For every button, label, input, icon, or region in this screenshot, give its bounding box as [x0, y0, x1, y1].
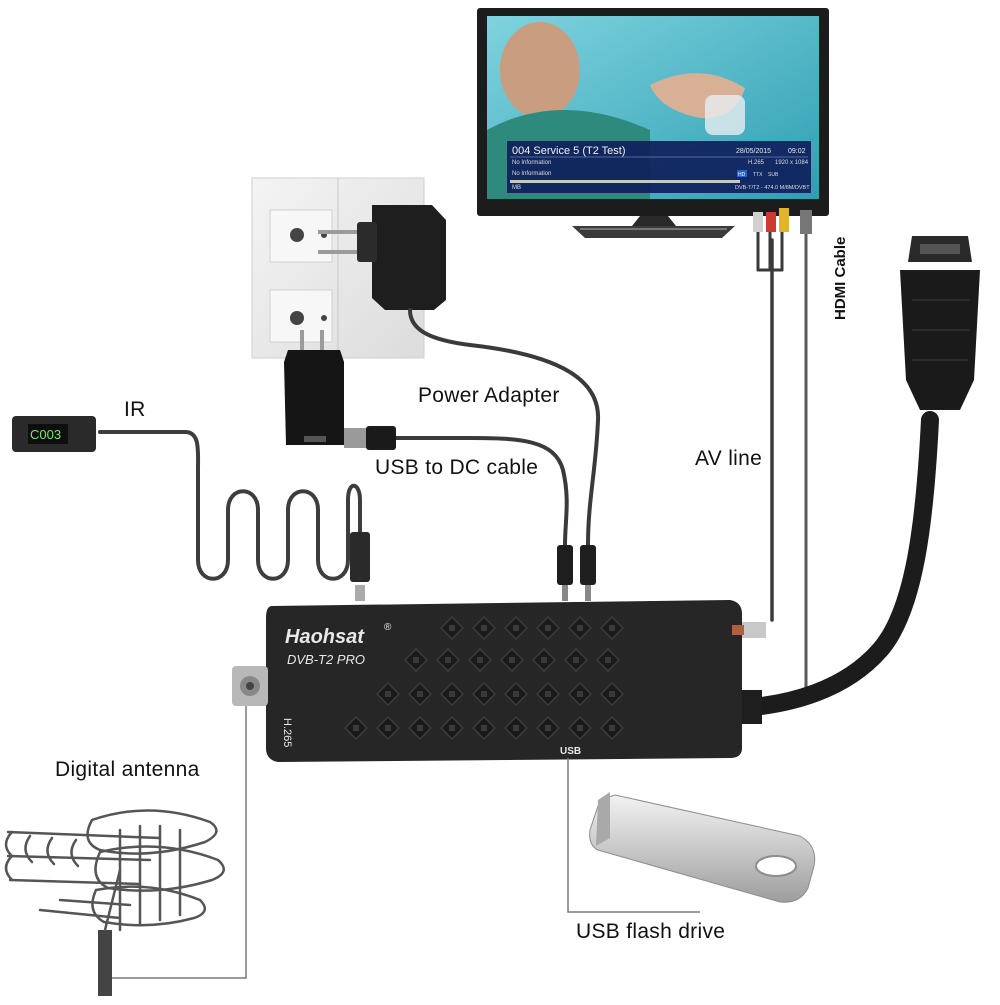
vent-center [577, 625, 583, 631]
tv-osd-resolution: 1920 x 1084 [775, 160, 809, 166]
usb-leader-line [567, 758, 700, 913]
receiver-model: DVB-T2 PRO [287, 652, 365, 667]
vent-center [477, 657, 483, 663]
vent-center [513, 691, 519, 697]
tv-osd-progress-bar [510, 180, 740, 183]
tv-osd-time: 09:02 [788, 148, 806, 155]
digital-antenna-label: Digital antenna [55, 758, 200, 781]
vent-center [513, 625, 519, 631]
tv-osd-date: 28/05/2015 [736, 148, 771, 155]
vent-center [385, 725, 391, 731]
vent-center [417, 691, 423, 697]
ir-receiver: C003 [12, 416, 370, 601]
usb-flash-drive [589, 792, 816, 903]
vent-center [481, 691, 487, 697]
power-adapter-device [318, 205, 446, 310]
av-plugs [753, 208, 812, 234]
vent-center [417, 725, 423, 731]
leader-lines [112, 706, 700, 979]
vent-center [449, 725, 455, 731]
tv-stand [572, 226, 735, 238]
hdmi-connector [900, 236, 980, 410]
dc-plugs [557, 545, 596, 601]
vent-center [541, 657, 547, 663]
tv-osd-codec: H.265 [748, 160, 765, 166]
usb-plug [344, 426, 396, 450]
vent-center [513, 725, 519, 731]
receiver-registered: ® [384, 622, 392, 633]
tv-scene-bottle [705, 95, 745, 135]
hdmi-cable [731, 411, 939, 717]
tv-osd-signal: DVB-T/T2 - 474.0 M/8M/DVBT [735, 185, 810, 191]
vent-center [545, 691, 551, 697]
vent-center [605, 657, 611, 663]
vent-center [545, 725, 551, 731]
tv-osd-channel: 004 Service 5 (T2 Test) [512, 145, 626, 157]
vent-center [577, 725, 583, 731]
vent-center [509, 657, 515, 663]
receiver-usb-label: USB [560, 746, 581, 757]
digital-antenna [4, 809, 225, 996]
hdmi-port [742, 690, 762, 724]
usb-charger-device [284, 330, 344, 445]
receiver-brand: Haohsat [285, 626, 365, 648]
usb-to-dc-label: USB to DC cable [375, 456, 539, 479]
tv-osd-unit: MB [512, 185, 521, 191]
av-line-label: AV line [695, 447, 763, 470]
vent-center [609, 625, 615, 631]
antenna-leader-line [112, 706, 247, 979]
vent-center [545, 625, 551, 631]
tv-osd-info-2: No Information [512, 171, 551, 177]
ir-plug [350, 532, 370, 582]
tv-osd-badge-sub: SUB [768, 172, 779, 178]
tv-osd-panel [507, 141, 811, 193]
power-adapter-cable [408, 308, 601, 547]
hdmi-cable-label: HDMI Cable [832, 236, 849, 320]
receiver: Haohsat ® DVB-T2 PRO H.265 USB [232, 600, 766, 762]
vent-center [481, 625, 487, 631]
receiver-vent-grid [343, 615, 625, 741]
ir-label: IR [124, 398, 146, 421]
tv-osd-badge-hd-text: HD [738, 172, 746, 178]
tv-scene-person-head [500, 22, 580, 118]
power-adapter-label: Power Adapter [418, 384, 560, 407]
vent-center [609, 691, 615, 697]
vent-center [445, 657, 451, 663]
vent-center [609, 725, 615, 731]
receiver-codec: H.265 [281, 718, 293, 747]
usb-to-dc-cable [394, 436, 569, 547]
tv-osd-badge-ttx: TTX [753, 172, 763, 178]
av-port [742, 622, 766, 638]
usb-flash-drive-label: USB flash drive [576, 920, 726, 943]
vent-center [481, 725, 487, 731]
cables [98, 228, 939, 717]
vent-center [449, 625, 455, 631]
tv-monitor: 004 Service 5 (T2 Test) 28/05/2015 09:02… [477, 8, 829, 238]
vent-center [573, 657, 579, 663]
vent-center [385, 691, 391, 697]
vent-center [577, 691, 583, 697]
tv-osd-badge-hd [737, 170, 747, 177]
ir-cable [98, 430, 362, 581]
vent-center [449, 691, 455, 697]
vent-center [353, 725, 359, 731]
tv-osd-info-1: No Information [512, 160, 551, 166]
vent-center [413, 657, 419, 663]
ir-display-text: C003 [30, 427, 61, 442]
